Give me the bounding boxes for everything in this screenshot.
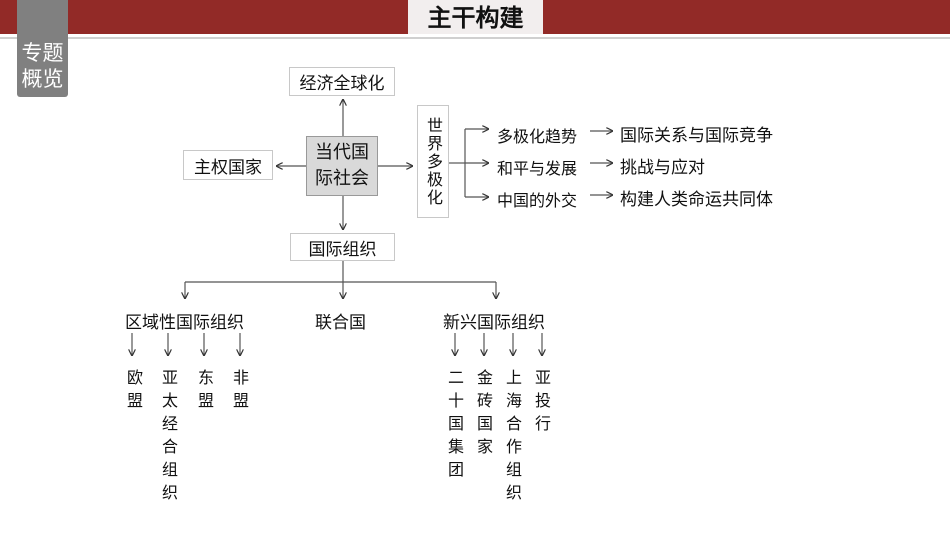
page-title: 主干构建 <box>408 0 543 34</box>
regional-orgs-label: 区域性国际组织 <box>125 313 244 333</box>
branch-result: 国际关系与国际竞争 <box>620 126 773 146</box>
org-item: 二十国集团 <box>447 368 464 479</box>
org-item: 金砖国家 <box>476 368 493 456</box>
org-item: 欧盟 <box>126 368 143 410</box>
branch-result: 构建人类命运共同体 <box>620 190 773 210</box>
branch-label: 和平与发展 <box>497 159 578 178</box>
branch-result: 挑战与应对 <box>620 158 705 178</box>
node-economic-globalization: 经济全球化 <box>289 67 395 96</box>
org-item: 亚太经合组织 <box>161 368 178 502</box>
org-item: 东盟 <box>197 368 214 410</box>
org-item: 亚投行 <box>534 368 551 433</box>
node-multipolarity: 世界多极化 <box>417 105 449 218</box>
node-intl-orgs: 国际组织 <box>290 233 395 261</box>
header-divider <box>0 37 950 39</box>
branch-label: 多极化趋势 <box>497 127 578 146</box>
org-item: 非盟 <box>232 368 249 410</box>
org-item: 上海合作组织 <box>505 368 522 502</box>
node-sovereign-state: 主权国家 <box>183 150 273 180</box>
emerging-orgs-label: 新兴国际组织 <box>443 313 545 333</box>
side-tab: 专题概览 <box>17 0 68 97</box>
node-center: 当代国际社会 <box>306 136 378 196</box>
un-label: 联合国 <box>315 313 366 333</box>
branch-label: 中国的外交 <box>497 191 578 210</box>
